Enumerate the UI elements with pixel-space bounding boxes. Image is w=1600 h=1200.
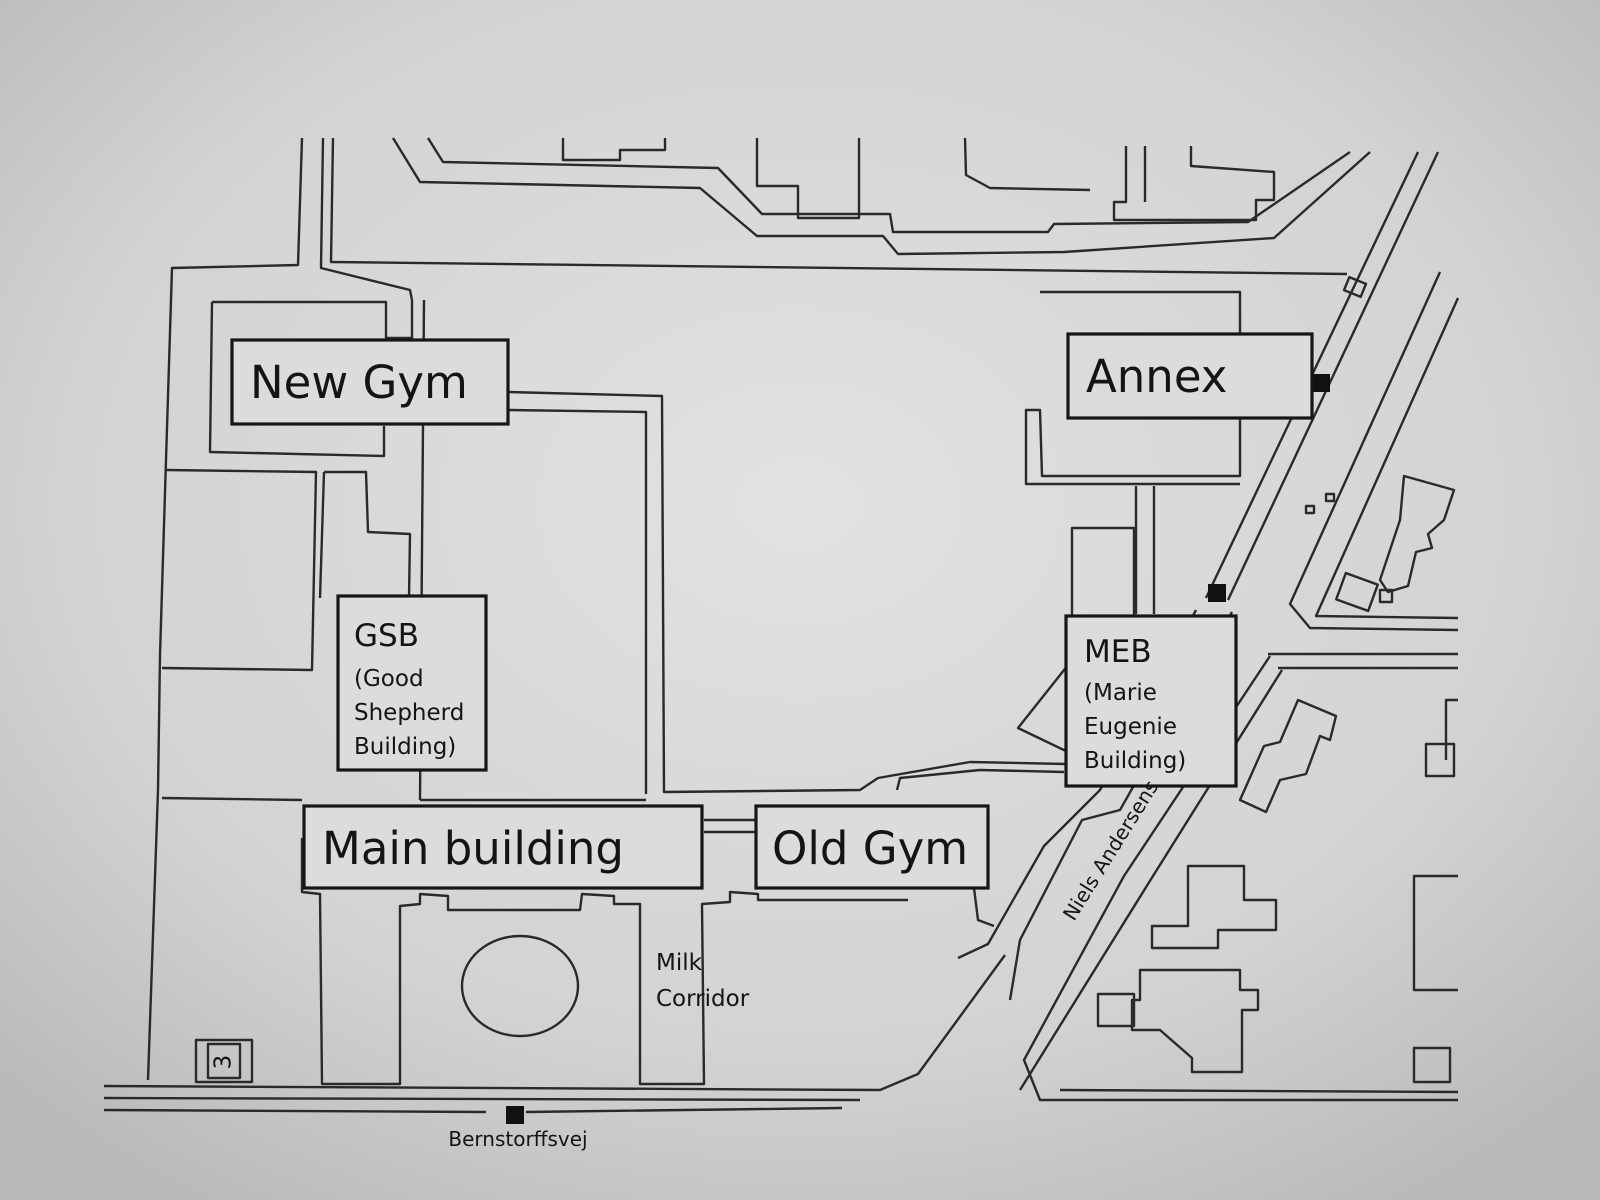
- new-gym-label: New Gym: [250, 356, 468, 409]
- diag-road-10: [1059, 1088, 1459, 1094]
- corridor-outer-a: [507, 390, 1067, 794]
- house-r1: [1378, 474, 1456, 594]
- bernstorffsvej-top: [103, 954, 1006, 1092]
- meb-wedge: [1016, 659, 1073, 754]
- house-r13: [1304, 504, 1316, 515]
- label-boxes: [230, 332, 1314, 890]
- small-block-3-inner: [206, 1042, 242, 1080]
- milk-corridor-line1: Milk: [656, 950, 703, 976]
- left-lot-lines-b: [161, 796, 303, 802]
- gsb-wing: [324, 470, 412, 599]
- house-r3: [1378, 588, 1394, 604]
- main-building-label: Main building: [322, 822, 624, 875]
- house-r6: [1130, 968, 1260, 1074]
- milk-corridor-line2: Corridor: [656, 986, 750, 1012]
- labels: New Gym Annex GSB (Good Shepherd Buildin…: [211, 350, 1228, 1151]
- house-r4: [1238, 698, 1338, 814]
- top-house-3: [1112, 146, 1276, 222]
- milk-corridor-link: [704, 818, 756, 834]
- road-top-left-vertical: [146, 137, 304, 1081]
- main-building-footprint: [300, 838, 908, 1086]
- marker-bernstorffsvej: [506, 1106, 524, 1124]
- annex-to-meb-path: [1134, 486, 1156, 614]
- road-top-left-vertical-b: [319, 137, 414, 301]
- small-block-number: 3: [211, 1055, 237, 1070]
- gsb-wing-b: [318, 471, 326, 599]
- old-gym-box: [754, 804, 990, 890]
- house-r9: [1444, 698, 1458, 760]
- gsb-name-line1: (Good: [354, 666, 424, 692]
- annex-box: [1066, 332, 1314, 420]
- top-house-1: [561, 138, 667, 162]
- gsb-name-line2: Shepherd: [354, 700, 464, 726]
- new-gym-box: [230, 338, 510, 426]
- meb-name-line3: Building): [1084, 748, 1186, 774]
- meb-box: [1064, 614, 1238, 788]
- annex-label: Annex: [1086, 350, 1227, 403]
- gsb-code-label: GSB: [354, 618, 419, 654]
- new-gym-footprint: [212, 300, 414, 340]
- diag-road-5: [1288, 271, 1459, 632]
- old-gym-label: Old Gym: [772, 822, 968, 875]
- gsb-box: [336, 594, 488, 772]
- old-gym-area: [972, 887, 995, 928]
- house-r8: [1424, 742, 1456, 778]
- marker-diag-road: [1208, 584, 1226, 602]
- top-street-outer: [391, 137, 1371, 256]
- house-r12: [1342, 275, 1368, 299]
- house-r7: [1096, 992, 1136, 1028]
- corridor-lower: [895, 768, 1065, 791]
- map-linework: [103, 137, 1460, 1114]
- small-block-3: [194, 1038, 254, 1084]
- house-r14: [1324, 492, 1336, 503]
- diag-road-6: [1314, 297, 1460, 620]
- house-r10: [1412, 874, 1458, 992]
- diag-road-7: [1268, 652, 1458, 670]
- top-house-2: [755, 138, 861, 220]
- street-bernstorffsvej: Bernstorffsvej: [448, 1127, 587, 1151]
- corridor-inner-a: [507, 408, 648, 794]
- diag-road-1: [1226, 151, 1440, 601]
- annex-footprint: [1024, 290, 1242, 486]
- diag-road-8: [1022, 655, 1458, 1102]
- top-left-street-bend: [963, 137, 1091, 192]
- meb-name-line1: (Marie: [1084, 680, 1157, 706]
- left-lot-lines: [161, 468, 318, 672]
- house-r11: [1412, 1046, 1452, 1084]
- courtyard-oval: [460, 934, 580, 1038]
- new-gym-footprint-b: [208, 301, 386, 458]
- road-top-left-vertical-c: [329, 137, 1348, 276]
- meb-name-line2: Eugenie: [1084, 714, 1177, 740]
- main-building-box: [302, 804, 704, 890]
- meb-code-label: MEB: [1084, 634, 1152, 670]
- markers: [506, 374, 1330, 1124]
- bernstorffsvej-mid: [103, 1096, 861, 1102]
- bernstorffsvej-bottom: [103, 1106, 843, 1114]
- marker-annex: [1312, 374, 1330, 392]
- house-r2: [1335, 571, 1379, 613]
- top-street-inner: [426, 137, 1351, 234]
- gsb-name-line3: Building): [354, 734, 456, 760]
- house-r5: [1150, 864, 1278, 950]
